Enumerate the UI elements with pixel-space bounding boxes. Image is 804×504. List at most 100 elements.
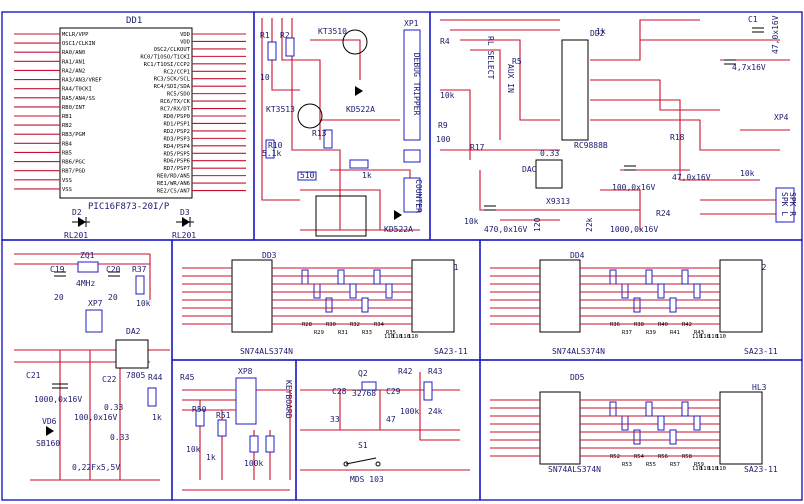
c19-label: C19 bbox=[50, 265, 65, 274]
switch-s1-icon bbox=[345, 457, 377, 465]
hl3-part: SA23-11 bbox=[744, 465, 778, 474]
c20-label: C20 bbox=[106, 265, 121, 274]
s1-ref: S1 bbox=[358, 441, 368, 450]
display1-resistor bbox=[361, 297, 369, 313]
mcu-pin-left: VSS bbox=[62, 178, 72, 184]
dd3-ref: DD3 bbox=[262, 251, 277, 260]
vd6-label: VD6 bbox=[42, 417, 57, 426]
val-1000u: 1000,0x16V bbox=[610, 225, 658, 234]
display2-res-label: R43 bbox=[694, 330, 704, 336]
mcu-pin-left: RA1/AN1 bbox=[62, 59, 85, 65]
r17-label: R18 bbox=[670, 133, 685, 142]
c21-label: C21 bbox=[26, 371, 41, 380]
r2-label: R2 bbox=[280, 31, 290, 40]
vt1-part: KT3510 bbox=[318, 27, 347, 36]
xp1-ref: XP1 bbox=[404, 19, 419, 28]
display3-resistor bbox=[633, 429, 641, 445]
dac-part: RC9888B bbox=[574, 141, 608, 150]
dd4-ref: DD4 bbox=[570, 251, 585, 260]
val-120: 120 bbox=[533, 217, 542, 232]
c22-label: C22 bbox=[102, 375, 117, 384]
display1-resistor bbox=[313, 283, 321, 299]
c28-val: 33 bbox=[330, 415, 340, 424]
display1-res-label: R32 bbox=[350, 322, 360, 328]
spk-l: SPK L bbox=[780, 192, 789, 216]
r5-label: R5 bbox=[512, 57, 522, 66]
hl2-part: SA23-11 bbox=[744, 347, 778, 356]
led-d2: D2 RL201 bbox=[64, 208, 90, 240]
cap-c14 bbox=[624, 165, 636, 171]
resistor-r49 bbox=[265, 435, 275, 453]
val-47u-b: 47,0x16V bbox=[672, 173, 711, 182]
rl-select: RL SELECT bbox=[486, 36, 495, 80]
dac-block: DD2 RC9888B X9313 C1 4,7x16V 47,0x16V 47… bbox=[436, 15, 797, 234]
hl3-ref: HL3 bbox=[752, 383, 767, 392]
val-20a: 20 bbox=[54, 293, 64, 302]
display3-res-value: 110 bbox=[708, 466, 718, 472]
r43-val: 24k bbox=[428, 407, 443, 416]
mcu-pin-right: RC0/T1OSO/T1CKI bbox=[140, 54, 190, 60]
val-1k: 1k bbox=[206, 453, 216, 462]
vd1-part: KD522A bbox=[346, 105, 375, 114]
vd2-part: KD522A bbox=[384, 225, 413, 234]
dd4-part: SN74ALS374N bbox=[552, 347, 605, 356]
display3-res-value: 110 bbox=[700, 466, 710, 472]
display2-resistor bbox=[681, 269, 689, 285]
val-4u7: 4,7x16V bbox=[732, 63, 766, 72]
display1-res-value: 110 bbox=[384, 334, 394, 340]
speaker-connector bbox=[775, 187, 795, 223]
mcu-pin-left: RA3/AN3/VREF bbox=[62, 78, 102, 84]
diode-icon bbox=[182, 217, 190, 227]
val-1000u: 1000,0x16V bbox=[34, 395, 82, 404]
c28-label: C28 bbox=[332, 387, 347, 396]
crystal-zq1 bbox=[77, 261, 99, 273]
display1-resistor bbox=[325, 297, 333, 313]
led-d3: D3 RL201 bbox=[172, 208, 196, 240]
display1-resistor bbox=[337, 269, 345, 285]
dac-label: DAC bbox=[522, 165, 537, 174]
diode-vd6-icon bbox=[46, 426, 54, 436]
resistor-r47 bbox=[217, 419, 227, 437]
display2-res-label: R36 bbox=[610, 322, 620, 328]
cap-c4 bbox=[724, 59, 736, 65]
s1-part: MDS 103 bbox=[350, 475, 384, 484]
led-d3-ref: D3 bbox=[180, 208, 190, 217]
cap-c1 bbox=[752, 27, 764, 33]
display3-res-label: R53 bbox=[622, 462, 632, 468]
resistor-r46 bbox=[195, 409, 205, 427]
mcu-pin-right: RC2/CCP1 bbox=[164, 69, 191, 75]
mcu-pin-right: RC6/TX/CK bbox=[160, 99, 190, 105]
xp4-label: XP4 bbox=[774, 113, 789, 122]
mcu-pin-left: MCLR/VPP bbox=[62, 32, 89, 38]
mcu-pin-right: VDD bbox=[180, 39, 190, 45]
mcu-left-pins: MCLR/VPPOSC1/CLKINRA0/AN0RA1/AN1RA2/AN2R… bbox=[14, 32, 102, 193]
x9313-label: X9313 bbox=[546, 197, 570, 206]
resistor-r1 bbox=[267, 41, 277, 61]
display2-resistor bbox=[633, 297, 641, 313]
r1-label: R1 bbox=[260, 31, 270, 40]
mcu-pin-left: RB1 bbox=[62, 114, 72, 120]
val-1k: 1k bbox=[362, 171, 372, 180]
display2-res-value: 110 bbox=[692, 334, 702, 340]
display2-resistor bbox=[669, 297, 677, 313]
q2-ref: Q2 bbox=[358, 369, 368, 378]
mcu-pin-right: RC7/RX/DT bbox=[160, 107, 190, 113]
cap-c21 bbox=[52, 383, 68, 389]
dd3-part: SN74ALS374N bbox=[240, 347, 293, 356]
display1-res-value: 110 bbox=[392, 334, 402, 340]
diode-icon bbox=[78, 217, 86, 227]
connector-block bbox=[403, 149, 421, 163]
4mhz-label: 4MHz bbox=[76, 279, 95, 288]
display1-7seg-display bbox=[411, 259, 455, 333]
display1-res-label: R35 bbox=[386, 330, 396, 336]
resistor-r14 bbox=[349, 159, 369, 169]
display3-res-label: R54 bbox=[634, 454, 645, 460]
val-470u: 470,0x16V bbox=[484, 225, 528, 234]
c1-label: C1 bbox=[748, 15, 758, 24]
r42-val: 100k bbox=[400, 407, 419, 416]
display2-resistor bbox=[657, 283, 665, 299]
display1-res-label: R34 bbox=[374, 322, 385, 328]
mcu-pin-left: RB7/PGD bbox=[62, 169, 85, 175]
val-10k-c: 10k bbox=[740, 169, 755, 178]
transistor-vt1-icon bbox=[342, 29, 368, 55]
